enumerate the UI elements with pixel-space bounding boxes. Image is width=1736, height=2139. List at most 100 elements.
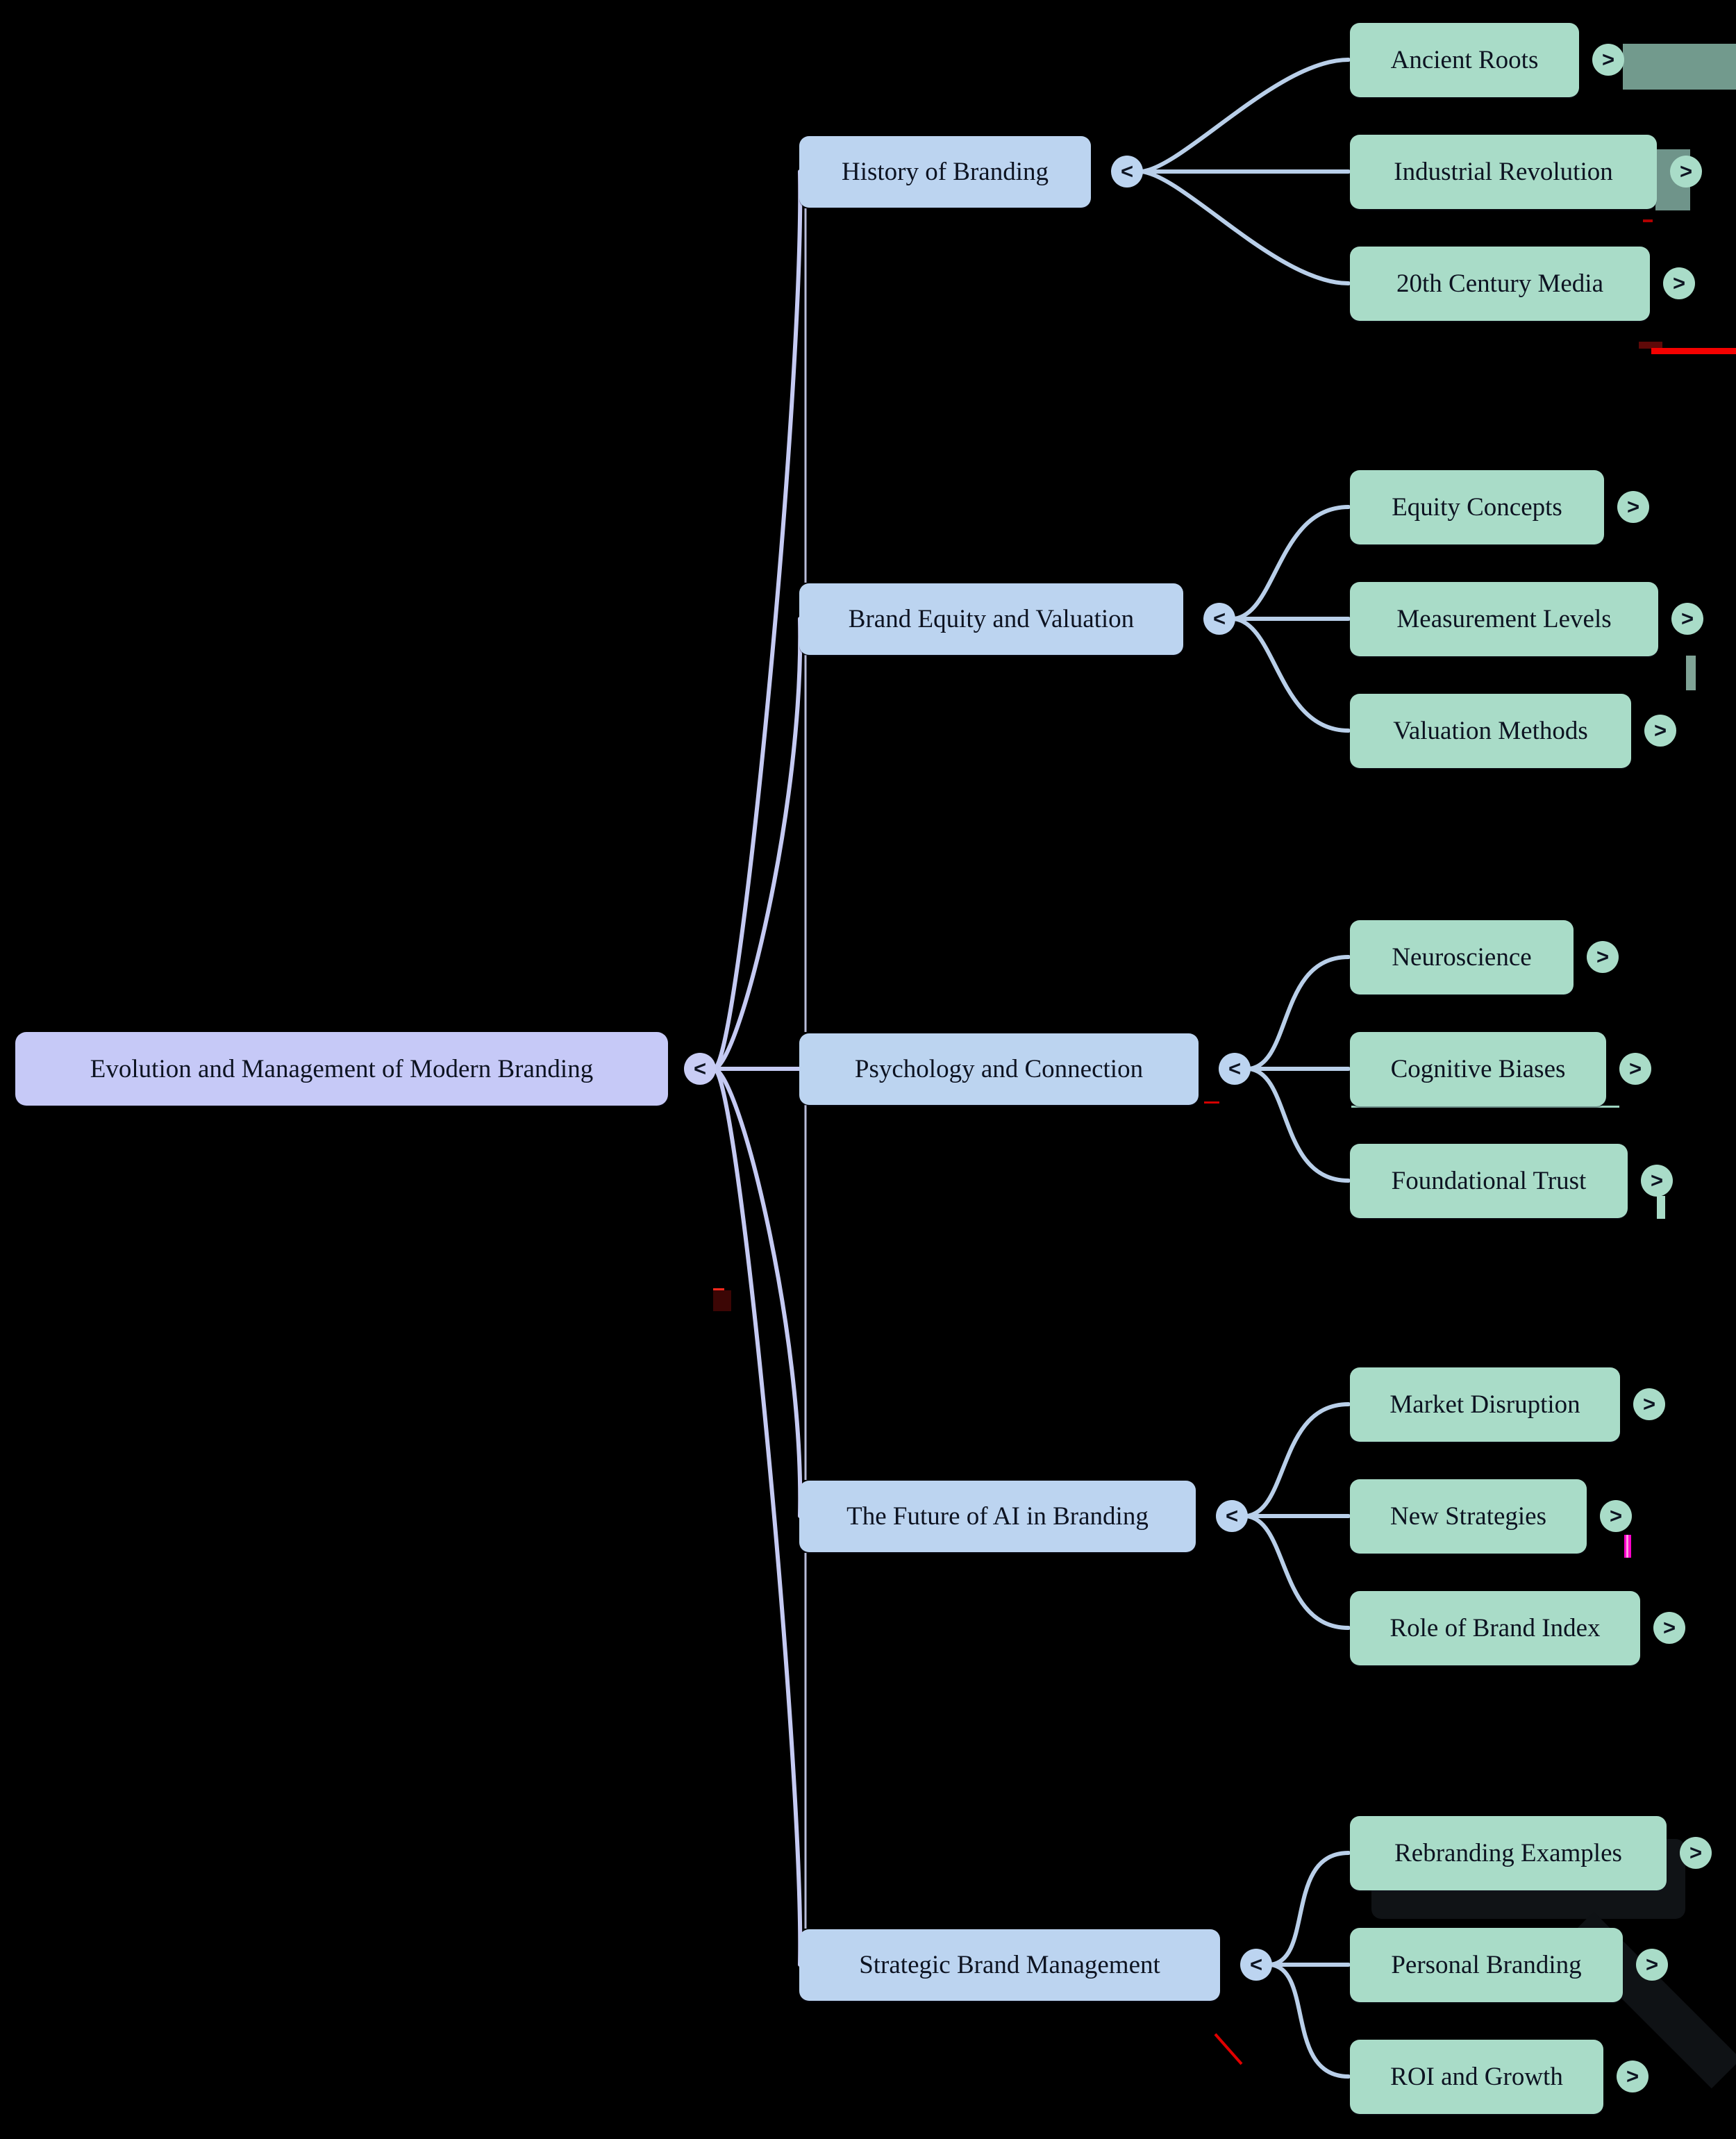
toggle-branch-future-ai-glyph: < xyxy=(1225,1503,1239,1528)
artifact-darkred-smudge-midfield xyxy=(713,1290,731,1311)
toggle-leaf-foundational-trust[interactable]: > xyxy=(1641,1165,1673,1197)
link-history-ancient-roots xyxy=(1140,58,1351,174)
artifact-red-line-midfield xyxy=(713,1288,724,1290)
artifact-green-bar-foundational xyxy=(1657,1196,1665,1219)
leaf-industrial-revolution-label: Industrial Revolution xyxy=(1394,158,1613,186)
leaf-node-role-of-brand-index[interactable]: Role of Brand Index xyxy=(1350,1591,1640,1665)
artifact-teal-bar-measurement xyxy=(1686,656,1696,690)
artifact-red-bar xyxy=(1651,348,1736,354)
toggle-branch-history[interactable]: < xyxy=(1111,156,1143,188)
toggle-branch-brand-equity[interactable]: < xyxy=(1203,603,1235,635)
toggle-leaf-roi-and-growth[interactable]: > xyxy=(1617,2061,1649,2092)
toggle-leaf-20th-century-media-glyph: > xyxy=(1672,270,1686,295)
branch-strategic-label: Strategic Brand Management xyxy=(859,1951,1160,1979)
root-links xyxy=(712,169,803,1967)
leaf-valuation-methods-label: Valuation Methods xyxy=(1393,717,1588,745)
leaf-node-market-disruption[interactable]: Market Disruption xyxy=(1350,1367,1620,1442)
toggle-branch-strategic[interactable]: < xyxy=(1240,1949,1272,1981)
toggle-leaf-cognitive-biases[interactable]: > xyxy=(1619,1053,1651,1085)
leaf-node-valuation-methods[interactable]: Valuation Methods xyxy=(1350,694,1631,768)
artifact-teal-rect-top-right xyxy=(1623,44,1736,90)
leaf-node-20th-century-media[interactable]: 20th Century Media xyxy=(1350,247,1650,321)
toggle-leaf-rebranding-examples[interactable]: > xyxy=(1680,1837,1712,1869)
toggle-branch-psychology[interactable]: < xyxy=(1219,1053,1251,1085)
leaf-node-measurement-levels[interactable]: Measurement Levels xyxy=(1350,582,1658,656)
toggle-root-glyph: < xyxy=(693,1056,707,1081)
toggle-leaf-equity-concepts-glyph: > xyxy=(1626,494,1640,519)
leaf-node-new-strategies[interactable]: New Strategies xyxy=(1350,1479,1587,1554)
toggle-leaf-new-strategies-glyph: > xyxy=(1609,1503,1623,1528)
artifact-red-dash-psychology xyxy=(1204,1101,1219,1104)
toggle-leaf-personal-branding[interactable]: > xyxy=(1636,1949,1668,1981)
toggle-leaf-valuation-methods-glyph: > xyxy=(1653,717,1667,742)
toggle-leaf-neuroscience[interactable]: > xyxy=(1587,941,1619,973)
toggle-leaf-measurement-levels-glyph: > xyxy=(1680,606,1694,631)
link-strategic-rebranding-examples xyxy=(1269,1851,1351,1967)
toggle-leaf-personal-branding-glyph: > xyxy=(1645,1951,1659,1976)
branch-node-future-ai[interactable]: The Future of AI in Branding xyxy=(799,1481,1196,1552)
toggle-branch-brand-equity-glyph: < xyxy=(1212,606,1226,631)
toggle-leaf-20th-century-media[interactable]: > xyxy=(1663,267,1695,299)
toggle-leaf-valuation-methods[interactable]: > xyxy=(1644,715,1676,747)
artifact-red-diagonal-strategic xyxy=(1214,2033,1243,2065)
toggle-branch-future-ai[interactable]: < xyxy=(1216,1500,1248,1532)
leaf-roi-and-growth-label: ROI and Growth xyxy=(1390,2063,1563,2091)
artifact-darkred-bar xyxy=(1639,342,1662,349)
toggle-branch-psychology-glyph: < xyxy=(1228,1056,1242,1081)
leaf-node-cognitive-biases[interactable]: Cognitive Biases xyxy=(1350,1032,1606,1106)
leaf-node-foundational-trust[interactable]: Foundational Trust xyxy=(1350,1144,1628,1218)
leaf-20th-century-media-label: 20th Century Media xyxy=(1396,269,1603,298)
toggle-leaf-ancient-roots[interactable]: > xyxy=(1592,44,1624,76)
leaf-equity-concepts-label: Equity Concepts xyxy=(1392,493,1562,522)
toggle-leaf-industrial-revolution[interactable]: > xyxy=(1670,156,1702,188)
leaf-node-neuroscience[interactable]: Neuroscience xyxy=(1350,920,1574,994)
branch-node-history[interactable]: History of Branding xyxy=(799,136,1091,208)
link-future-role-of-brand-index xyxy=(1244,1514,1351,1630)
leaf-node-ancient-roots[interactable]: Ancient Roots xyxy=(1350,23,1579,97)
link-root-future-ai xyxy=(712,1067,803,1518)
leaf-node-equity-concepts[interactable]: Equity Concepts xyxy=(1350,470,1604,544)
leaf-new-strategies-label: New Strategies xyxy=(1389,1502,1547,1531)
toggle-leaf-rebranding-examples-glyph: > xyxy=(1689,1840,1703,1865)
leaf-rebranding-examples-label: Rebranding Examples xyxy=(1394,1839,1622,1867)
link-root-history xyxy=(712,169,803,1071)
toggle-leaf-neuroscience-glyph: > xyxy=(1596,944,1610,969)
leaf-node-personal-branding[interactable]: Personal Branding xyxy=(1350,1928,1623,2002)
artifact-red-dash-industrial xyxy=(1643,219,1653,222)
link-equity-equity-concepts xyxy=(1232,505,1351,621)
toggle-leaf-cognitive-biases-glyph: > xyxy=(1628,1056,1642,1081)
root-node[interactable]: Evolution and Management of Modern Brand… xyxy=(15,1032,668,1106)
branch-psychology-label: Psychology and Connection xyxy=(854,1055,1144,1083)
leaf-measurement-levels-label: Measurement Levels xyxy=(1396,605,1612,633)
toggle-leaf-market-disruption[interactable]: > xyxy=(1633,1388,1665,1420)
link-equity-valuation-methods xyxy=(1232,617,1351,733)
leaf-personal-branding-label: Personal Branding xyxy=(1391,1951,1582,1979)
leaf-node-industrial-revolution[interactable]: Industrial Revolution xyxy=(1350,135,1657,209)
toggle-leaf-ancient-roots-glyph: > xyxy=(1601,47,1615,72)
leaf-neuroscience-label: Neuroscience xyxy=(1392,943,1532,972)
leaf-node-rebranding-examples[interactable]: Rebranding Examples xyxy=(1350,1816,1667,1890)
branch-node-strategic[interactable]: Strategic Brand Management xyxy=(799,1929,1220,2001)
toggle-leaf-measurement-levels[interactable]: > xyxy=(1671,603,1703,635)
leaf-node-roi-and-growth[interactable]: ROI and Growth xyxy=(1350,2040,1603,2114)
branch-node-psychology[interactable]: Psychology and Connection xyxy=(799,1033,1199,1105)
toggle-root[interactable]: < xyxy=(684,1053,716,1085)
leaf-market-disruption-label: Market Disruption xyxy=(1389,1390,1580,1419)
toggle-leaf-industrial-revolution-glyph: > xyxy=(1679,158,1693,183)
leaf-foundational-trust-label: Foundational Trust xyxy=(1391,1167,1587,1195)
toggle-leaf-new-strategies[interactable]: > xyxy=(1600,1500,1632,1532)
branch-future-ai-label: The Future of AI in Branding xyxy=(846,1502,1149,1531)
link-future-market-disruption xyxy=(1244,1402,1351,1518)
branch-node-brand-equity[interactable]: Brand Equity and Valuation xyxy=(799,583,1183,655)
link-root-brand-equity xyxy=(712,617,803,1071)
toggle-leaf-role-of-brand-index[interactable]: > xyxy=(1653,1612,1685,1644)
leaf-role-of-brand-index-label: Role of Brand Index xyxy=(1389,1614,1601,1642)
branch-brand-equity-label: Brand Equity and Valuation xyxy=(848,605,1135,633)
link-history-20th-century-media xyxy=(1140,169,1351,285)
toggle-leaf-market-disruption-glyph: > xyxy=(1642,1391,1656,1416)
artifact-magenta-bar-new-strategies xyxy=(1624,1535,1631,1558)
leaf-cognitive-biases-label: Cognitive Biases xyxy=(1390,1055,1566,1083)
toggle-leaf-equity-concepts[interactable]: > xyxy=(1617,491,1649,523)
branch-history-label: History of Branding xyxy=(841,158,1049,186)
artifact-magenta-core xyxy=(1626,1535,1628,1558)
